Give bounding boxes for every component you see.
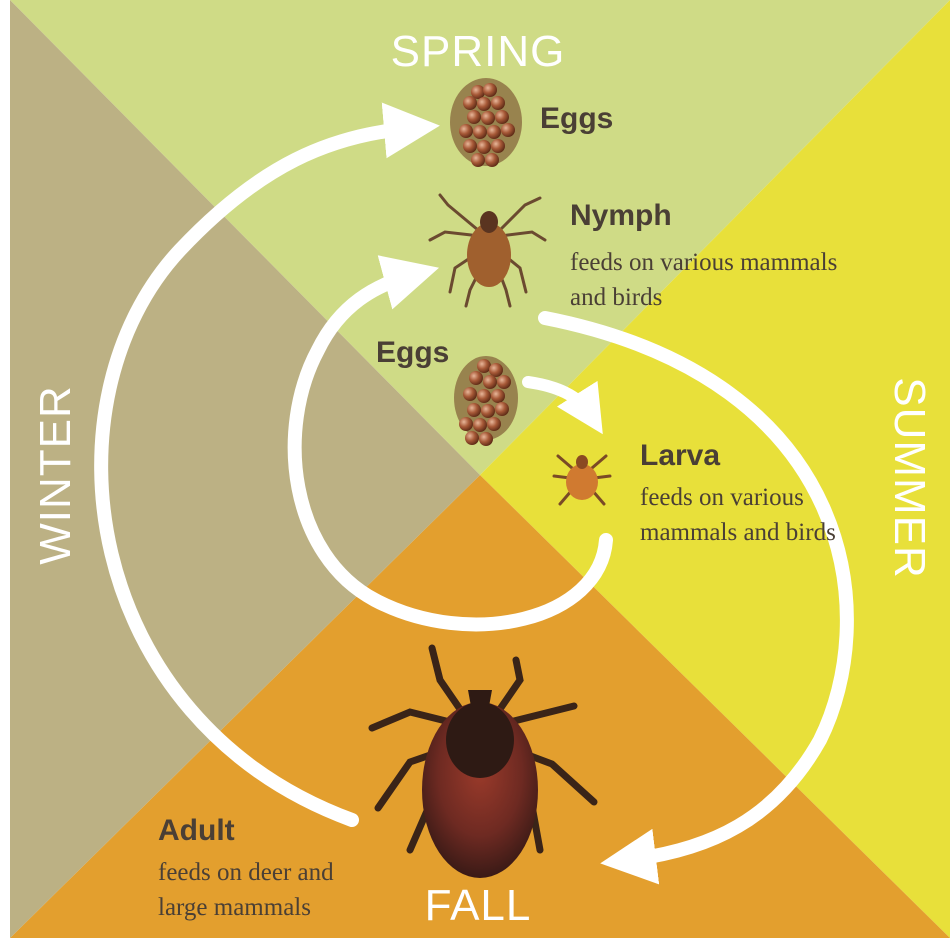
- nymph-head: [480, 211, 498, 233]
- stage-desc-larva-line1: feeds on various: [640, 484, 804, 511]
- stage-title-larva: Larva: [640, 439, 720, 472]
- season-label-spring: SPRING: [391, 27, 566, 76]
- stage-title-adult: Adult: [158, 814, 235, 847]
- adult-shield: [446, 702, 514, 778]
- stage-title-eggs-top: Eggs: [540, 102, 613, 135]
- stage-title-eggs-mid: Eggs: [376, 336, 449, 369]
- season-label-summer: SUMMER: [885, 377, 934, 579]
- stage-title-nymph: Nymph: [570, 199, 672, 232]
- stage-desc-nymph-line2: and birds: [570, 284, 662, 311]
- stage-desc-adult-line2: large mammals: [158, 894, 311, 921]
- larva-body: [566, 464, 598, 500]
- stage-desc-adult-line1: feeds on deer and: [158, 859, 334, 886]
- season-label-fall: FALL: [425, 881, 532, 930]
- stage-desc-larva-line2: mammals and birds: [640, 519, 836, 546]
- season-label-winter: WINTER: [31, 385, 80, 565]
- larva-head: [576, 455, 588, 469]
- stage-desc-nymph-line1: feeds on various mammals: [570, 249, 837, 276]
- adult-head: [468, 690, 492, 712]
